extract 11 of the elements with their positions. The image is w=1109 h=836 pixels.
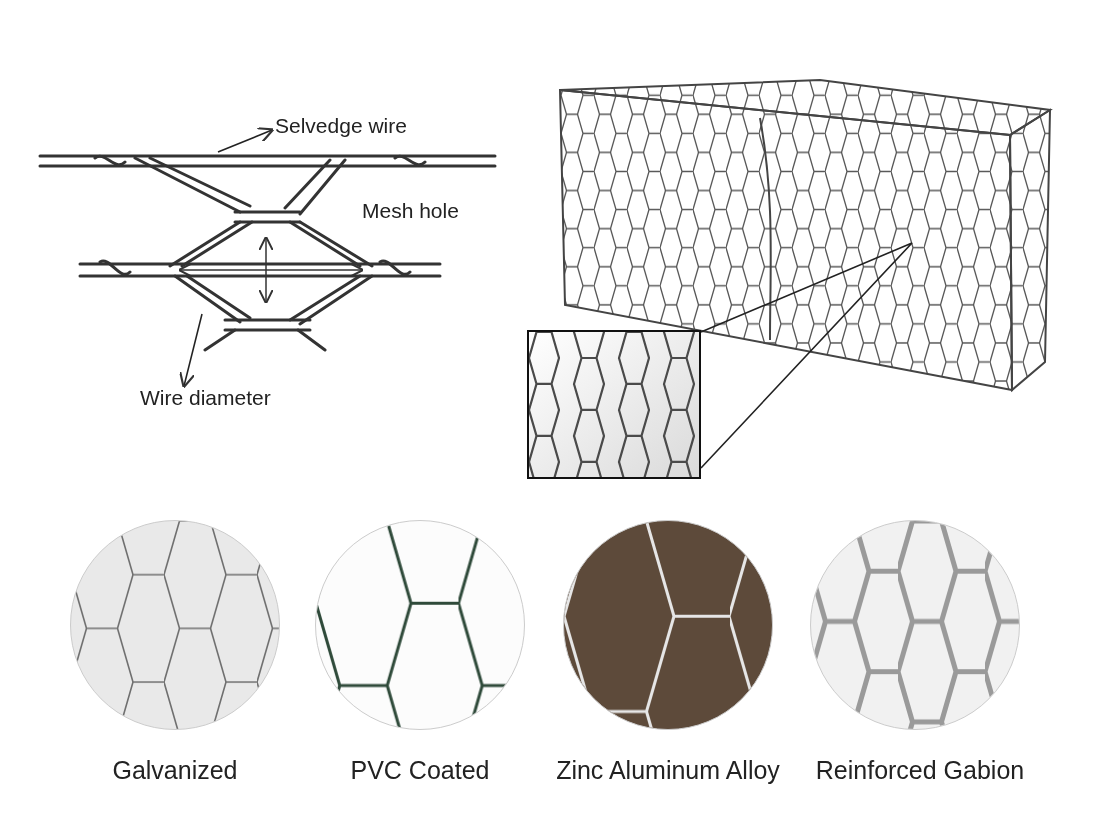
callout-label: Wire diameter (140, 386, 271, 410)
caption-text: Zinc Aluminum Alloy (555, 755, 781, 786)
callout-label: Selvedge wire (275, 114, 407, 138)
leader-line (179, 313, 203, 389)
caption-text: PVC Coated (349, 755, 491, 786)
mesh-closeup-picture (527, 330, 701, 479)
caption-text: Galvanized (111, 755, 239, 786)
zoom-line (700, 242, 913, 469)
callout-label: Mesh hole (362, 199, 459, 223)
leader-line (217, 127, 275, 153)
caption-text: Reinforced Gabion (814, 755, 1026, 786)
